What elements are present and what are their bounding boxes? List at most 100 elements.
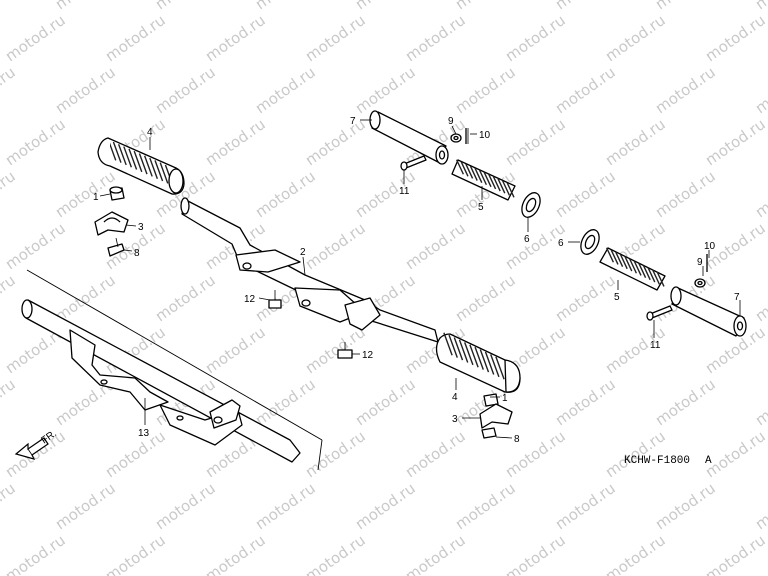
watermark-text: motod.ru	[502, 531, 569, 576]
rubber-rib	[469, 344, 479, 368]
callout-10-lower: 10	[704, 241, 716, 252]
bolt-12-upper	[268, 290, 282, 309]
reference-code: KCHW-F1800	[624, 455, 690, 467]
watermark-text: motod.ru	[52, 63, 119, 117]
bracket-left	[94, 211, 129, 236]
callout-4-left: 4	[147, 127, 153, 138]
watermark-text: motod.ru	[552, 167, 619, 221]
rubber-rib	[138, 153, 148, 175]
rubber-rib	[117, 144, 127, 166]
watermark-text: motod.ru	[352, 479, 419, 533]
frame-rail	[21, 269, 323, 471]
rubber-rib	[605, 247, 615, 263]
watermark-text: motod.ru	[2, 11, 69, 65]
watermark-text: motod.ru	[252, 167, 319, 221]
watermark-text: motod.ru	[202, 11, 269, 65]
reference-suffix: A	[705, 455, 712, 467]
rubber-rib	[443, 332, 453, 356]
watermark-text: motod.ru	[0, 375, 19, 429]
rubber-rib	[615, 251, 624, 267]
callout-12-upper: 12	[244, 294, 256, 305]
spring-5-lower	[599, 247, 666, 291]
watermark-text: motod.ru	[52, 479, 119, 533]
callout-1-left: 1	[93, 192, 99, 203]
cotter-10-upper	[465, 128, 469, 144]
watermark-text: motod.ru	[102, 531, 169, 576]
watermark-text: motod.ru	[0, 63, 19, 117]
rubber-rib	[154, 160, 164, 182]
rubber-rib	[159, 162, 169, 184]
watermark-text: motod.ru	[552, 63, 619, 117]
rubber-rib	[478, 169, 488, 186]
rubber-rib	[483, 172, 492, 188]
watermark-text: motod.ru	[152, 271, 219, 325]
watermark-text: motod.ru	[702, 115, 768, 169]
rubber-rib	[642, 265, 651, 281]
rubber-rib	[123, 146, 133, 168]
callout-4-right: 4	[452, 392, 458, 403]
callout-13: 13	[138, 428, 150, 439]
footpeg-pin-upper	[369, 110, 449, 165]
watermark-text: motod.ru	[2, 427, 69, 481]
callout-10-upper: 10	[479, 130, 491, 141]
callout-3-left: 3	[138, 222, 144, 233]
watermark-text: motod.ru	[402, 11, 469, 65]
footpeg-rubber-right	[435, 332, 521, 393]
watermark-text: motod.ru	[752, 63, 768, 117]
watermark-text: motod.ru	[352, 0, 419, 13]
watermark-text: motod.ru	[302, 531, 369, 576]
watermark-text: motod.ru	[652, 63, 719, 117]
watermark-text: motod.ru	[502, 115, 569, 169]
rubber-rib	[474, 167, 483, 183]
rubber-rib	[143, 155, 153, 177]
watermark-text: motod.ru	[352, 63, 419, 117]
watermark-text: motod.ru	[452, 0, 519, 13]
collar-left	[109, 186, 125, 201]
watermark-text: motod.ru	[652, 167, 719, 221]
watermark-text: motod.ru	[552, 0, 619, 13]
watermark-text: motod.ru	[552, 479, 619, 533]
watermark-text: motod.ru	[652, 479, 719, 533]
watermark-text: motod.ru	[152, 63, 219, 117]
watermark-text: motod.ru	[0, 167, 19, 221]
callout-3-right: 3	[452, 414, 458, 425]
watermark-text: motod.ru	[552, 271, 619, 325]
clevis-pin-11-lower	[646, 305, 673, 321]
rubber-rib	[501, 180, 511, 196]
watermark-text: motod.ru	[552, 375, 619, 429]
rubber-rib	[624, 256, 633, 272]
watermark-text: motod.ru	[752, 167, 768, 221]
watermark-text: motod.ru	[752, 271, 768, 325]
rubber-rib	[128, 148, 138, 170]
rubber-rib	[619, 254, 628, 270]
callout-6-upper: 6	[524, 234, 530, 245]
watermark-text: motod.ru	[602, 115, 669, 169]
watermark-text: motod.ru	[252, 63, 319, 117]
watermark-text: motod.ru	[602, 531, 669, 576]
washer-9-lower	[694, 278, 706, 288]
rubber-rib	[469, 165, 478, 181]
callout-6-lower: 6	[558, 238, 564, 249]
watermark-text: motod.ru	[602, 11, 669, 65]
rubber-rib	[484, 351, 495, 375]
rubber-rib	[460, 161, 469, 177]
leader-lines	[99, 119, 741, 439]
rubber-rib	[112, 141, 122, 163]
callout-8-right: 8	[514, 434, 520, 445]
watermark-text: motod.ru	[652, 0, 719, 13]
watermark-text: motod.ru	[302, 11, 369, 65]
watermark-text: motod.ru	[302, 219, 369, 273]
washer-6-lower	[580, 229, 600, 255]
watermark-text: motod.ru	[352, 375, 419, 429]
rubber-rib	[110, 140, 117, 161]
watermark-text: motod.ru	[2, 219, 69, 273]
rubber-rib	[474, 346, 484, 370]
rubber-rib	[651, 269, 661, 285]
rubber-rib	[495, 356, 505, 380]
callout-8-left: 8	[134, 248, 140, 259]
rubber-rib	[492, 176, 501, 192]
rubber-rib	[448, 334, 458, 358]
callout-5-lower: 5	[614, 292, 620, 303]
